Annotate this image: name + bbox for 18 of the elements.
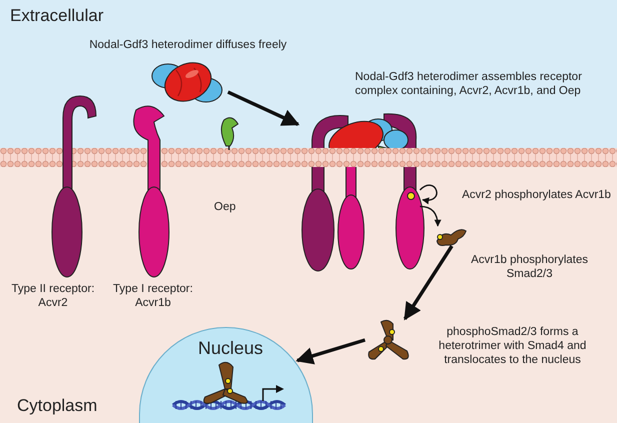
label-text: Oep bbox=[214, 200, 236, 214]
description-text: phosphoSmad2/3 forms a heterotrimer with Smad4 and translocates to the nucleus bbox=[438, 325, 588, 367]
description-text: Nodal-Gdf3 heterodimer diffuses freely bbox=[88, 38, 288, 52]
description-text: Acvr1b phosphorylates Smad2/3 bbox=[470, 253, 589, 281]
label-text: Type II receptor: Acvr2 bbox=[10, 282, 96, 310]
arrow bbox=[403, 245, 454, 320]
arrow bbox=[420, 184, 438, 204]
label-text: Type I receptor: Acvr1b bbox=[112, 282, 194, 310]
cytoplasm-band bbox=[0, 166, 617, 423]
arrow bbox=[296, 338, 366, 364]
arrow bbox=[227, 90, 300, 126]
region-label: Extracellular bbox=[10, 6, 104, 26]
extracellular-band bbox=[0, 0, 617, 149]
description-text: Nodal-Gdf3 heterodimer assembles receptor complex containing, Acvr2, Acvr1b, and Oep bbox=[355, 70, 583, 98]
arrow bbox=[420, 206, 442, 227]
nucleus-label: Nucleus bbox=[198, 338, 264, 359]
region-label: Cytoplasm bbox=[17, 396, 98, 416]
label-text: Acvr2 phosphorylates Acvr1b bbox=[462, 188, 611, 202]
